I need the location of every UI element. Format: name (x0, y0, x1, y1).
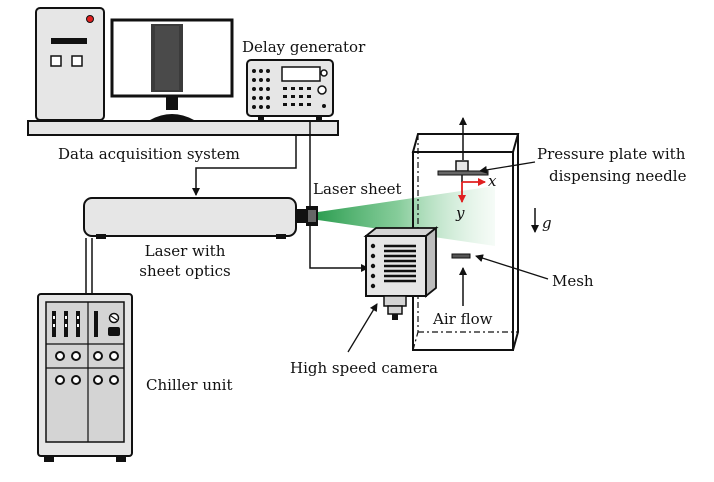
cables (85, 120, 369, 294)
y-axis-label: y (455, 204, 465, 222)
laser-label-line2: sheet optics (139, 262, 230, 280)
laser-sheet-beam (318, 186, 495, 246)
camera-label: High speed camera (290, 359, 438, 377)
pressure-plate-label-line1: Pressure plate with (537, 145, 686, 163)
pressure-plate (437, 160, 489, 182)
data-acquisition-label: Data acquisition system (58, 145, 240, 163)
desk (27, 120, 339, 136)
laser-unit (83, 197, 318, 239)
laser-label-line1: Laser with (145, 242, 226, 260)
air-flow-label: Air flow (432, 310, 493, 328)
chiller-label: Chiller unit (146, 376, 233, 394)
chiller-unit (37, 293, 133, 462)
mesh (451, 253, 471, 259)
laser-sheet-label: Laser sheet (313, 180, 402, 198)
pressure-plate-pointer (479, 161, 536, 174)
pressure-plate-label-line2: dispensing needle (549, 167, 687, 185)
delay-generator (246, 59, 334, 120)
delay-generator-label: Delay generator (242, 38, 366, 56)
mesh-pointer (475, 254, 549, 280)
coordinate-axes (458, 178, 486, 203)
camera-pointer (347, 303, 378, 353)
computer-tower (35, 7, 105, 121)
mesh-label: Mesh (552, 272, 594, 290)
gravity-label: g (542, 214, 552, 232)
monitor (110, 18, 234, 120)
x-axis-label: x (488, 172, 497, 190)
high-speed-camera (363, 226, 439, 320)
